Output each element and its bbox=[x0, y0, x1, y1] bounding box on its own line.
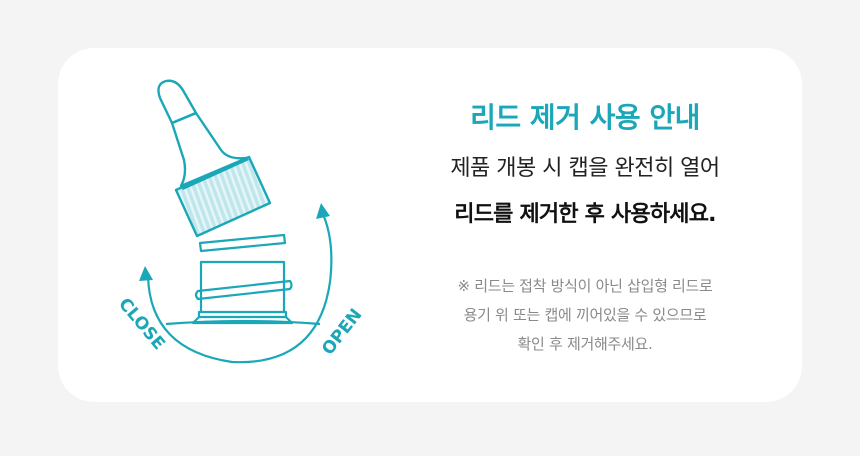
lid bbox=[198, 233, 287, 253]
open-label: OPEN bbox=[318, 305, 366, 359]
note-line-2: 용기 위 또는 캡에 끼어있을 수 있으므로 bbox=[463, 306, 707, 324]
instruction-line-2: 리드를 제거한 후 사용하세요. bbox=[454, 202, 716, 227]
instruction-text: 리드 제거 사용 안내 제품 개봉 시 캡을 완전히 열어 리드를 제거한 후 … bbox=[400, 98, 770, 232]
dropper-bulb bbox=[157, 79, 198, 125]
note-text: ※ 리드는 접착 방식이 아닌 삽입형 리드로 용기 위 또는 캡에 끼어있을 … bbox=[400, 272, 770, 359]
instruction-line-1: 제품 개봉 시 캡을 완전히 열어 bbox=[450, 156, 720, 181]
note-line-1: ※ 리드는 접착 방식이 아닌 삽입형 리드로 bbox=[457, 277, 713, 295]
note-line-3: 확인 후 제거해주세요. bbox=[517, 335, 653, 353]
info-card bbox=[58, 48, 802, 402]
page-title: 리드 제거 사용 안내 bbox=[470, 101, 700, 134]
